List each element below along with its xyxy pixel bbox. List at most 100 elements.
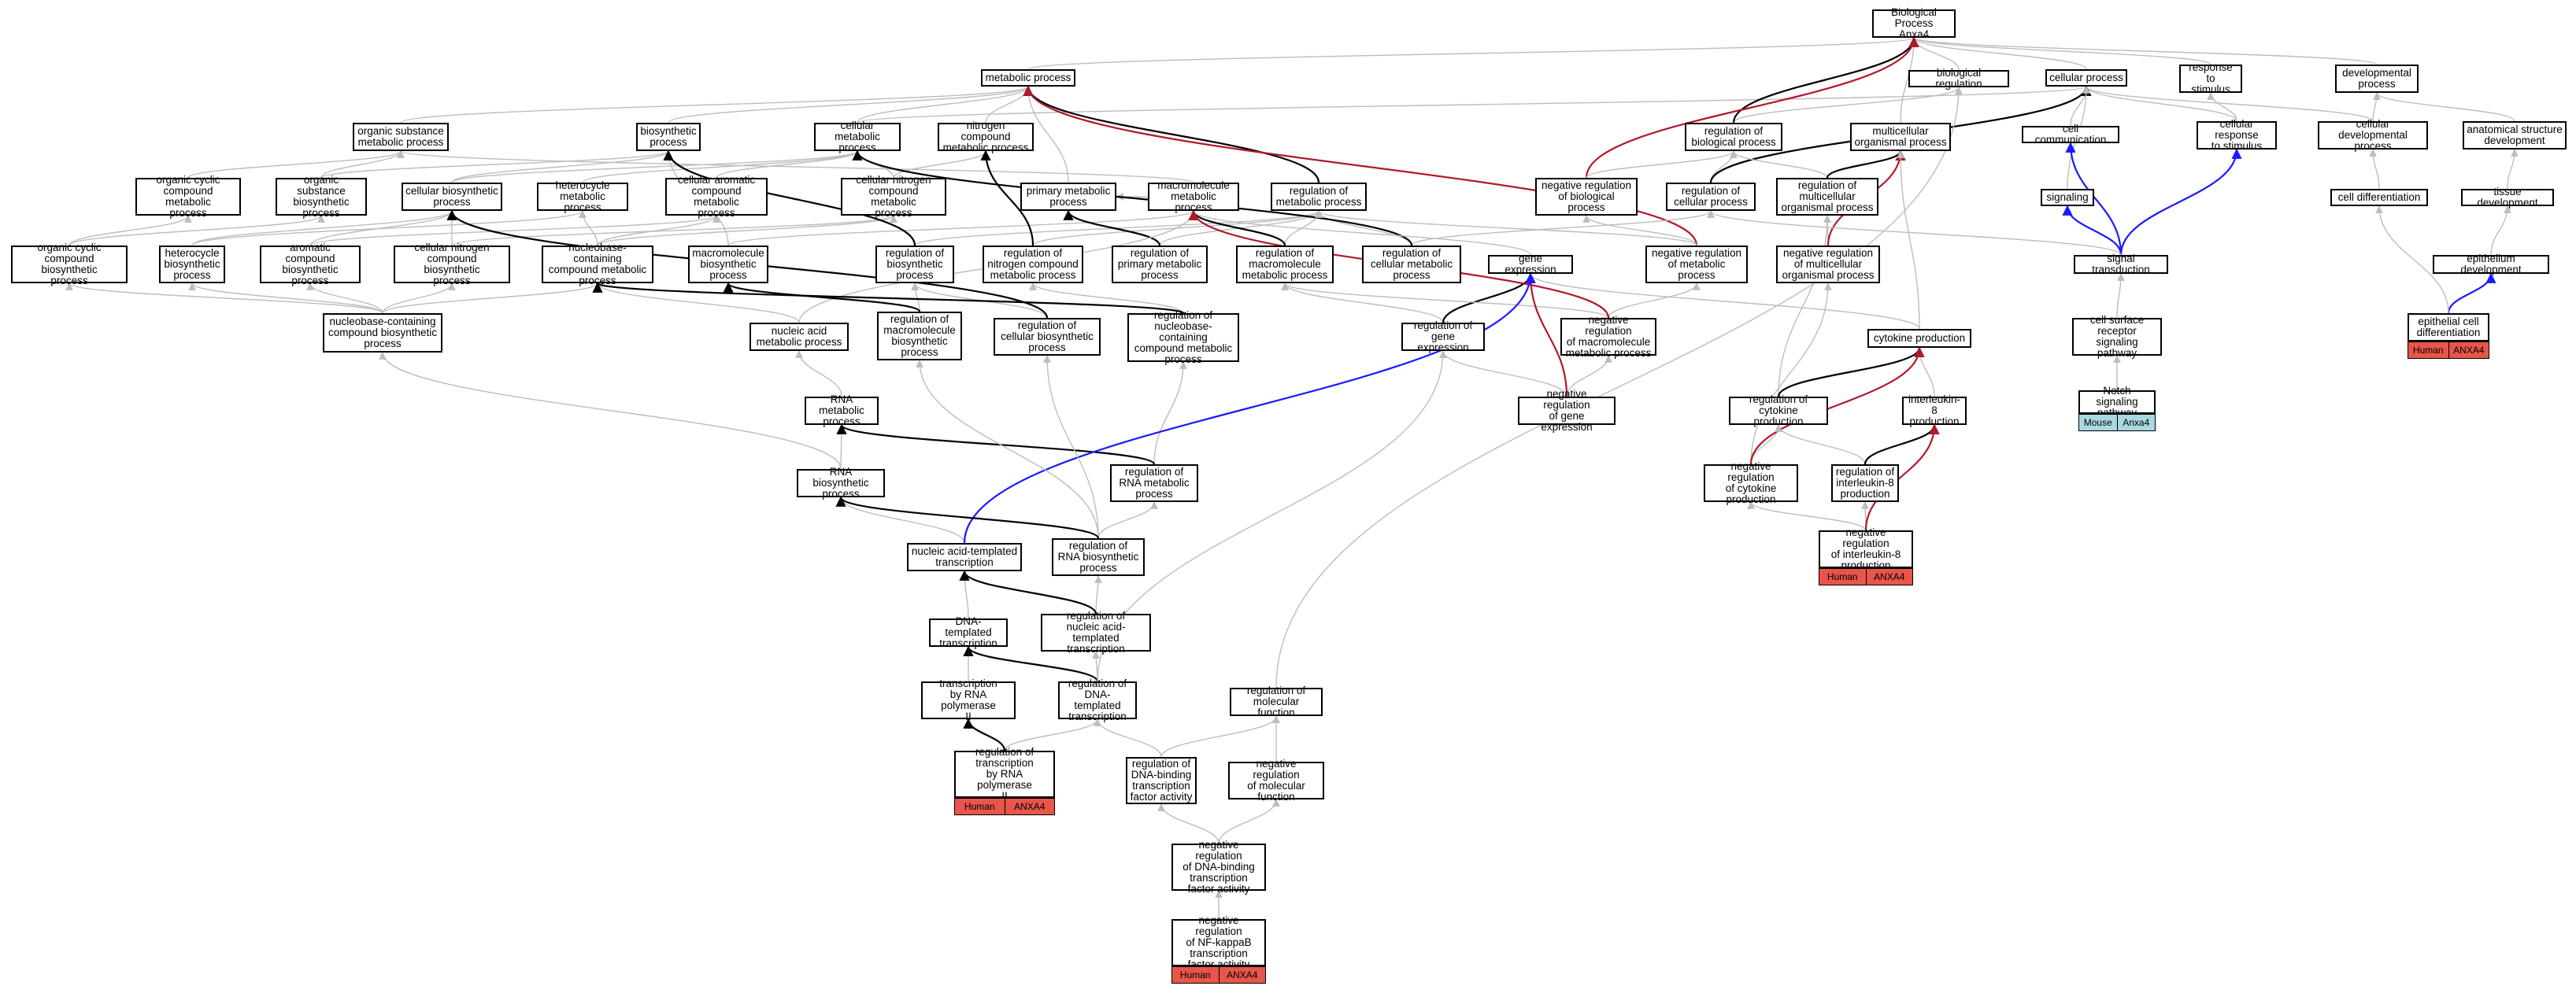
go-term-cell-surface-receptor-signaling-pathway[interactable]: cell surface receptor signaling pathway [2072, 315, 2162, 359]
go-term-cellular-developmental-process[interactable]: cellular developmental process [2318, 118, 2428, 152]
go-term-heterocycle-metabolic-process[interactable]: heterocycle metabolic process [537, 179, 628, 213]
go-term-regulation-of-rna-metabolic-process[interactable]: regulation of RNA metabolic process [1110, 464, 1198, 502]
go-term-label: primary metabolic process [1026, 185, 1111, 208]
go-term-interleukin-8-production[interactable]: interleukin-8 production [1902, 394, 1967, 427]
go-term-cellular-response-to-stimulus[interactable]: cellular response to stimulus [2197, 119, 2277, 152]
go-term-regulation-of-gene-expression[interactable]: regulation of gene expression [1401, 320, 1485, 353]
go-term-transcription-by-rna-polymerase-ii[interactable]: transcription by RNA polymerase II [921, 678, 1016, 722]
go-term-organic-cyclic-compound-biosynthetic-process[interactable]: organic cyclic compound biosynthetic pro… [11, 242, 128, 286]
go-term-label: nucleobase-containing compound biosynthe… [328, 316, 438, 349]
go-term-cellular-nitrogen-compound-biosynthetic-process[interactable]: cellular nitrogen compound biosynthetic … [394, 242, 510, 286]
go-term-nucleobase-containing-compound-metabolic-process[interactable]: nucleobase-containing compound metabolic… [542, 242, 653, 286]
go-term-bp-root[interactable]: Biological Process Anxa4 [1872, 7, 1956, 40]
go-term-regulation-of-biosynthetic-process[interactable]: regulation of biosynthetic process [875, 246, 954, 283]
go-term-regulation-of-dna-binding-transcription-factor-activity[interactable]: regulation of DNA-binding transcription … [1126, 757, 1197, 804]
go-term-dna-templated-transcription[interactable]: DNA-templated transcription [929, 616, 1008, 649]
go-term-regulation-of-interleukin-8-production[interactable]: regulation of interleukin-8 production [1831, 464, 1899, 502]
edge-gray [320, 150, 672, 179]
go-term-label: heterocycle metabolic process [555, 179, 610, 213]
go-term-negative-regulation-of-biological-process[interactable]: negative regulation of biological proces… [1535, 178, 1638, 216]
go-term-organic-substance-biosynthetic-process[interactable]: organic substance biosynthetic process [276, 175, 367, 219]
go-term-nucleic-acid-templated-transcription[interactable]: nucleic acid-templated transcription [907, 543, 1022, 571]
go-term-negative-regulation-of-nf-kappab-transcription-factor-activity[interactable]: negative regulation of NF-kappaB transcr… [1171, 915, 1266, 970]
go-term-notch-signaling-pathway[interactable]: Notch signaling pathway [2078, 386, 2156, 419]
go-term-regulation-of-macromolecule-biosynthetic-process[interactable]: regulation of macromolecule biosynthetic… [877, 312, 962, 360]
edge-gray [1900, 37, 1918, 124]
go-term-developmental-process[interactable]: developmental process [2335, 65, 2419, 93]
go-term-nitrogen-compound-metabolic-process[interactable]: nitrogen compound metabolic process [938, 120, 1034, 153]
species-tag: Human [2408, 342, 2448, 358]
edge-gray [1097, 501, 1158, 539]
go-term-cytokine-production[interactable]: cytokine production [1867, 329, 1971, 348]
go-term-cell-differentiation[interactable]: cell differentiation [2330, 189, 2428, 206]
go-term-regulation-of-transcription-by-rna-polymerase-ii[interactable]: regulation of transcription by RNA polym… [954, 747, 1055, 802]
go-term-cellular-metabolic-process[interactable]: cellular metabolic process [814, 120, 901, 153]
go-term-multicellular-organismal-process[interactable]: multicellular organismal process [1850, 123, 1951, 151]
go-term-label: biological regulation [1935, 67, 1982, 90]
go-term-rna-metabolic-process[interactable]: RNA metabolic process [805, 394, 879, 427]
go-term-regulation-of-cellular-metabolic-process[interactable]: regulation of cellular metabolic process [1362, 246, 1461, 283]
go-term-cellular-biosynthetic-process[interactable]: cellular biosynthetic process [402, 183, 502, 211]
go-term-biosynthetic-process[interactable]: biosynthetic process [636, 123, 701, 151]
edge-gray [1024, 86, 1069, 183]
go-term-label: cellular developmental process [2338, 118, 2408, 152]
go-term-aromatic-compound-biosynthetic-process[interactable]: aromatic compound biosynthetic process [260, 242, 361, 286]
go-term-negative-regulation-of-gene-expression[interactable]: negative regulation of gene expression [1518, 389, 1616, 433]
edge-gray [1043, 355, 1099, 539]
edge-black [963, 645, 1099, 682]
go-term-negative-regulation-of-molecular-function[interactable]: negative regulation of molecular functio… [1228, 759, 1324, 803]
go-term-rna-biosynthetic-process[interactable]: RNA biosynthetic process [797, 467, 885, 500]
go-term-signal-transduction[interactable]: signal transduction [2074, 253, 2168, 275]
go-term-regulation-of-biological-process[interactable]: regulation of biological process [1685, 123, 1782, 151]
go-term-anatomical-structure-development[interactable]: anatomical structure development [2463, 121, 2567, 150]
go-term-regulation-of-cytokine-production[interactable]: regulation of cytokine production [1729, 394, 1828, 427]
go-term-negative-regulation-of-cytokine-production[interactable]: negative regulation of cytokine producti… [1704, 461, 1798, 505]
go-term-negative-regulation-of-macromolecule-metabolic-process[interactable]: negative regulation of macromolecule met… [1560, 315, 1656, 359]
go-term-macromolecule-biosynthetic-process[interactable]: macromolecule biosynthetic process [688, 246, 768, 283]
edge-gray [857, 86, 1032, 124]
go-term-primary-metabolic-process[interactable]: primary metabolic process [1020, 183, 1116, 211]
go-term-regulation-of-cellular-process[interactable]: regulation of cellular process [1666, 183, 1756, 211]
edge-gray [382, 282, 601, 314]
gene-tag: ANXA4 [1865, 569, 1912, 585]
go-term-cellular-aromatic-compound-metabolic-process[interactable]: cellular aromatic compound metabolic pro… [665, 175, 768, 219]
go-term-regulation-of-dna-templated-transcription[interactable]: regulation of DNA-templated transcriptio… [1058, 678, 1137, 722]
go-term-organic-cyclic-compound-metabolic-process[interactable]: organic cyclic compound metabolic proces… [135, 175, 241, 219]
go-term-negative-regulation-of-metabolic-process[interactable]: negative regulation of metabolic process [1645, 246, 1748, 283]
go-term-regulation-of-metabolic-process[interactable]: regulation of metabolic process [1271, 183, 1367, 211]
go-term-epithelial-cell-differentiation[interactable]: epithelial cell differentiation [2408, 313, 2489, 342]
go-term-heterocycle-biosynthetic-process[interactable]: heterocycle biosynthetic process [159, 246, 225, 283]
go-term-cell-communication[interactable]: cell communication [2022, 124, 2119, 146]
go-term-regulation-of-cellular-biosynthetic-process[interactable]: regulation of cellular biosynthetic proc… [994, 318, 1101, 356]
go-term-cellular-process[interactable]: cellular process [2045, 69, 2127, 87]
go-term-negative-regulation-of-multicellular-organismal-process[interactable]: negative regulation of multicellular org… [1776, 246, 1880, 283]
go-term-organic-substance-metabolic-process[interactable]: organic substance metabolic process [353, 123, 449, 151]
go-term-regulation-of-macromolecule-metabolic-process[interactable]: regulation of macromolecule metabolic pr… [1236, 246, 1334, 283]
go-term-tissue-development[interactable]: tissue development [2461, 186, 2554, 209]
go-term-regulation-of-primary-metabolic-process[interactable]: regulation of primary metabolic process [1112, 246, 1208, 283]
go-term-biological-regulation[interactable]: biological regulation [1908, 67, 2009, 90]
go-term-regulation-of-nucleic-acid-templated-transcription[interactable]: regulation of nucleic acid-templated tra… [1041, 611, 1151, 655]
go-term-regulation-of-rna-biosynthetic-process[interactable]: regulation of RNA biosynthetic process [1052, 538, 1145, 576]
go-term-macromolecule-metabolic-process[interactable]: macromolecule metabolic process [1148, 180, 1239, 213]
go-term-label: regulation of macromolecule metabolic pr… [1242, 247, 1328, 281]
go-term-negative-regulation-of-dna-binding-transcription-factor-activity[interactable]: negative regulation of DNA-binding trans… [1171, 840, 1266, 895]
go-term-nucleobase-containing-compound-biosynthetic-process[interactable]: nucleobase-containing compound biosynthe… [323, 313, 442, 353]
go-term-cellular-nitrogen-compound-metabolic-process[interactable]: cellular nitrogen compound metabolic pro… [841, 175, 946, 219]
go-term-negative-regulation-of-interleukin-8-production[interactable]: negative regulation of interleukin-8 pro… [1819, 527, 1913, 571]
go-term-regulation-of-nucleobase-containing-compound-metabolic-process[interactable]: regulation of nucleobase-containing comp… [1127, 310, 1239, 365]
go-term-signaling[interactable]: signaling [2041, 189, 2094, 206]
go-term-gene-expression[interactable]: gene expression [1488, 253, 1573, 275]
edge-gray [1281, 282, 1609, 319]
go-term-response-to-stimulus[interactable]: response to stimulus [2179, 62, 2242, 95]
go-term-label: regulation of molecular function [1246, 685, 1306, 718]
edge-gray [716, 150, 861, 179]
go-term-regulation-of-nitrogen-compound-metabolic-process[interactable]: regulation of nitrogen compound metaboli… [983, 246, 1083, 283]
go-term-epithelium-development[interactable]: epithelium development [2433, 253, 2549, 275]
go-term-regulation-of-multicellular-organismal-process[interactable]: regulation of multicellular organismal p… [1776, 178, 1878, 216]
edge-red [1525, 272, 1568, 397]
go-term-nucleic-acid-metabolic-process[interactable]: nucleic acid metabolic process [749, 323, 849, 351]
go-term-metabolic-process[interactable]: metabolic process [981, 69, 1075, 87]
go-term-regulation-of-molecular-function[interactable]: regulation of molecular function [1230, 685, 1323, 718]
